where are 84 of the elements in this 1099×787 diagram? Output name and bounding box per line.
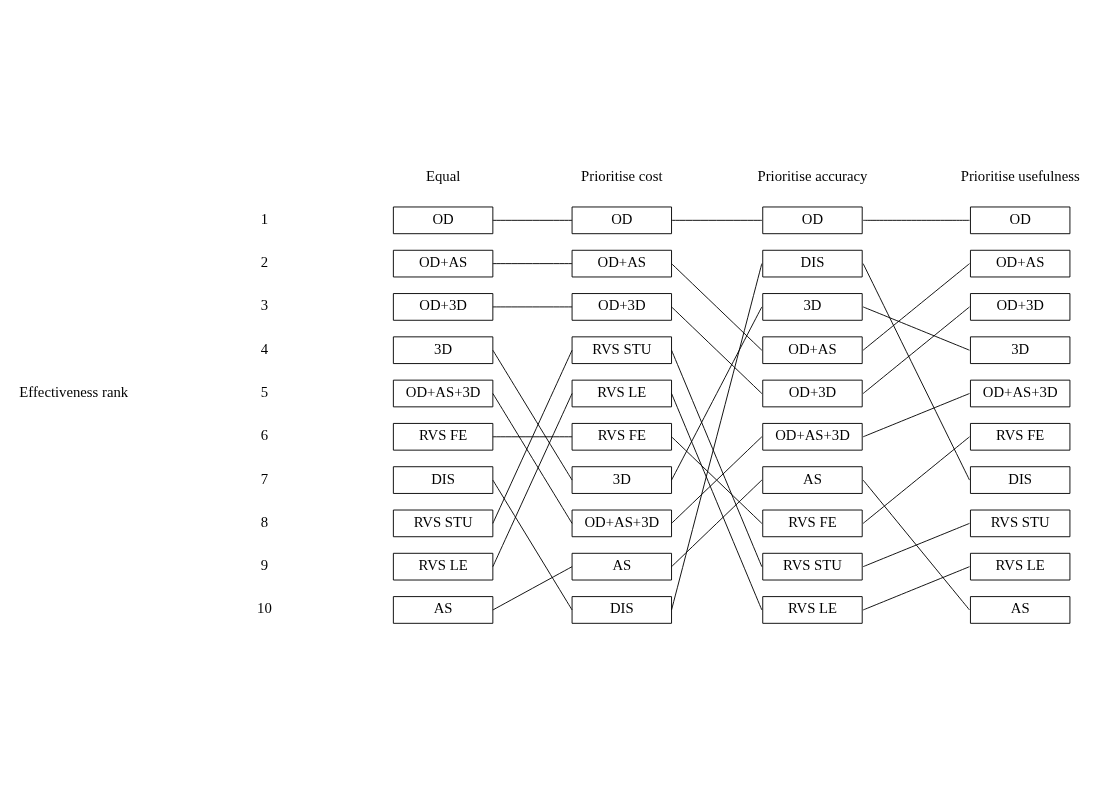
node-box: RVS STU — [970, 509, 1071, 538]
connector — [492, 393, 573, 524]
node-box: DIS — [970, 466, 1071, 494]
connector — [492, 349, 573, 524]
connector — [492, 566, 573, 611]
node-box: OD+3D — [762, 379, 863, 408]
node-box: AS — [970, 596, 1071, 624]
node-box: RVS STU — [762, 552, 863, 581]
node-box: OD — [970, 206, 1071, 235]
connector — [492, 479, 573, 611]
node-box: RVS LE — [970, 552, 1071, 581]
node-box: RVS FE — [762, 509, 863, 538]
node-box: RVS FE — [970, 423, 1071, 451]
label: 3 — [260, 297, 269, 314]
connector — [862, 263, 970, 351]
node-box: OD+AS — [392, 249, 494, 278]
node-box: OD+3D — [392, 293, 494, 321]
node-box: AS — [392, 596, 494, 624]
connector — [862, 479, 970, 611]
connector — [671, 219, 763, 221]
connector — [671, 436, 763, 524]
node-box: OD — [392, 206, 494, 235]
node-box: OD — [571, 206, 672, 235]
node-box: OD+AS+3D — [970, 379, 1071, 408]
label: Effectiveness rank — [19, 384, 129, 400]
node-box: DIS — [571, 596, 672, 624]
connector — [671, 349, 763, 568]
node-box: OD+AS+3D — [392, 379, 494, 408]
connector — [862, 306, 970, 351]
node-box: OD+3D — [970, 293, 1071, 321]
node-box: RVS STU — [392, 509, 494, 538]
connector — [492, 263, 573, 265]
node-box: DIS — [392, 466, 494, 494]
node-box: OD+AS — [571, 249, 672, 278]
connector — [671, 393, 763, 611]
node-box: AS — [571, 552, 672, 581]
node-box: RVS LE — [571, 379, 672, 408]
node-box: OD+AS+3D — [571, 509, 672, 538]
node-box: 3D — [392, 336, 494, 364]
node-box: RVS FE — [571, 423, 672, 451]
node-box: AS — [762, 466, 863, 494]
node-box: 3D — [762, 293, 863, 321]
connector — [862, 522, 970, 568]
node-box: OD — [762, 206, 863, 235]
node-box: OD+AS — [970, 249, 1071, 278]
label: Prioritise usefulness — [960, 167, 1080, 184]
label: 1 — [260, 210, 269, 227]
connector — [862, 436, 970, 524]
label: 6 — [260, 427, 269, 444]
connector — [862, 393, 970, 438]
label: 8 — [260, 513, 269, 530]
connector — [671, 306, 763, 481]
label: Equal — [425, 167, 461, 184]
node-box: RVS FE — [392, 423, 494, 451]
label: 7 — [260, 470, 269, 487]
node-box: 3D — [970, 336, 1071, 364]
connector — [492, 306, 573, 308]
label: Prioritise cost — [581, 167, 663, 184]
label: 2 — [260, 254, 269, 271]
connector — [492, 436, 573, 438]
connector — [671, 479, 763, 568]
label: 10 — [257, 600, 272, 617]
node-box: OD+AS+3D — [762, 423, 863, 451]
connector — [671, 306, 763, 394]
label: 4 — [260, 340, 269, 357]
connector — [671, 263, 763, 351]
connector — [492, 219, 573, 221]
label: 9 — [260, 557, 269, 574]
connector — [862, 306, 970, 394]
connector — [862, 219, 970, 221]
label: Prioritise accuracy — [757, 167, 868, 184]
node-box: RVS LE — [392, 552, 494, 581]
node-box: DIS — [762, 249, 863, 278]
connector — [492, 349, 573, 481]
node-box: RVS LE — [762, 596, 863, 624]
connector — [671, 263, 763, 611]
connector — [862, 566, 970, 611]
label: 5 — [260, 384, 269, 400]
node-box: 3D — [571, 466, 672, 494]
node-box: OD+3D — [571, 293, 672, 321]
node-box: OD+AS — [762, 336, 863, 364]
connector — [862, 263, 970, 481]
connector — [492, 393, 573, 568]
node-box: RVS STU — [571, 336, 672, 364]
